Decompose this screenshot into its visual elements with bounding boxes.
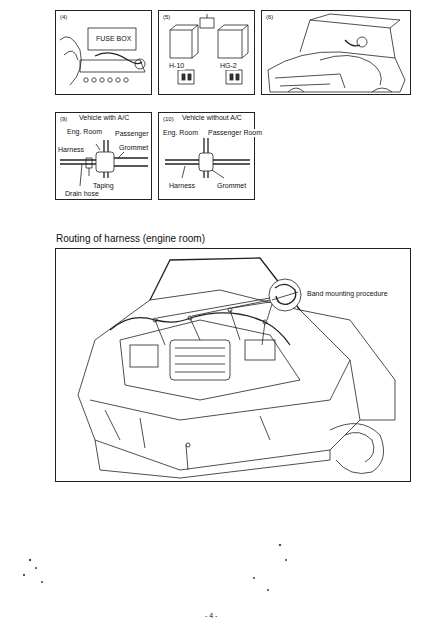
relay-figure bbox=[170, 14, 248, 84]
panel-number: (5) bbox=[162, 13, 171, 21]
panel-heading: Routing of harness (engine room) bbox=[55, 233, 206, 245]
part-label: Passenger Room bbox=[207, 129, 263, 137]
part-label: Grommet bbox=[118, 144, 149, 152]
panel-heading: Vehicle without A/C bbox=[181, 114, 243, 122]
panel-number: (6) bbox=[265, 13, 274, 21]
part-label: Harness bbox=[168, 182, 196, 190]
part-label: Passenger bbox=[114, 130, 149, 138]
part-label: - 4 - bbox=[204, 612, 218, 620]
part-label: Eng. Room bbox=[162, 129, 199, 137]
part-label: Harness bbox=[57, 146, 85, 154]
grommet-figure bbox=[165, 138, 250, 178]
figure-panel: Routing of harness (engine room) bbox=[55, 248, 411, 482]
part-label: H-10 bbox=[168, 62, 185, 70]
figure-panel: (6) bbox=[261, 10, 411, 95]
panel-number: (4) bbox=[59, 13, 68, 21]
car-front-figure bbox=[268, 14, 405, 92]
figure-panel: (5) bbox=[158, 10, 255, 95]
panel-number: (9) bbox=[59, 115, 68, 123]
part-label: HG-2 bbox=[219, 62, 238, 70]
part-label: Eng. Room bbox=[66, 128, 103, 136]
part-label: Grommet bbox=[216, 182, 247, 190]
scan-specks bbox=[23, 544, 286, 590]
figure-panel: (4) bbox=[55, 10, 152, 95]
panel-heading: Vehicle with A/C bbox=[78, 114, 130, 122]
panel-number: (10) bbox=[162, 115, 175, 123]
part-label: Band mounting procedure bbox=[306, 290, 389, 298]
part-label: FUSE BOX bbox=[95, 35, 132, 43]
engine-room-figure bbox=[78, 258, 395, 478]
fuse-box-figure bbox=[60, 28, 145, 85]
part-label: Drain hose bbox=[64, 190, 100, 198]
part-label: Taping bbox=[92, 182, 115, 190]
